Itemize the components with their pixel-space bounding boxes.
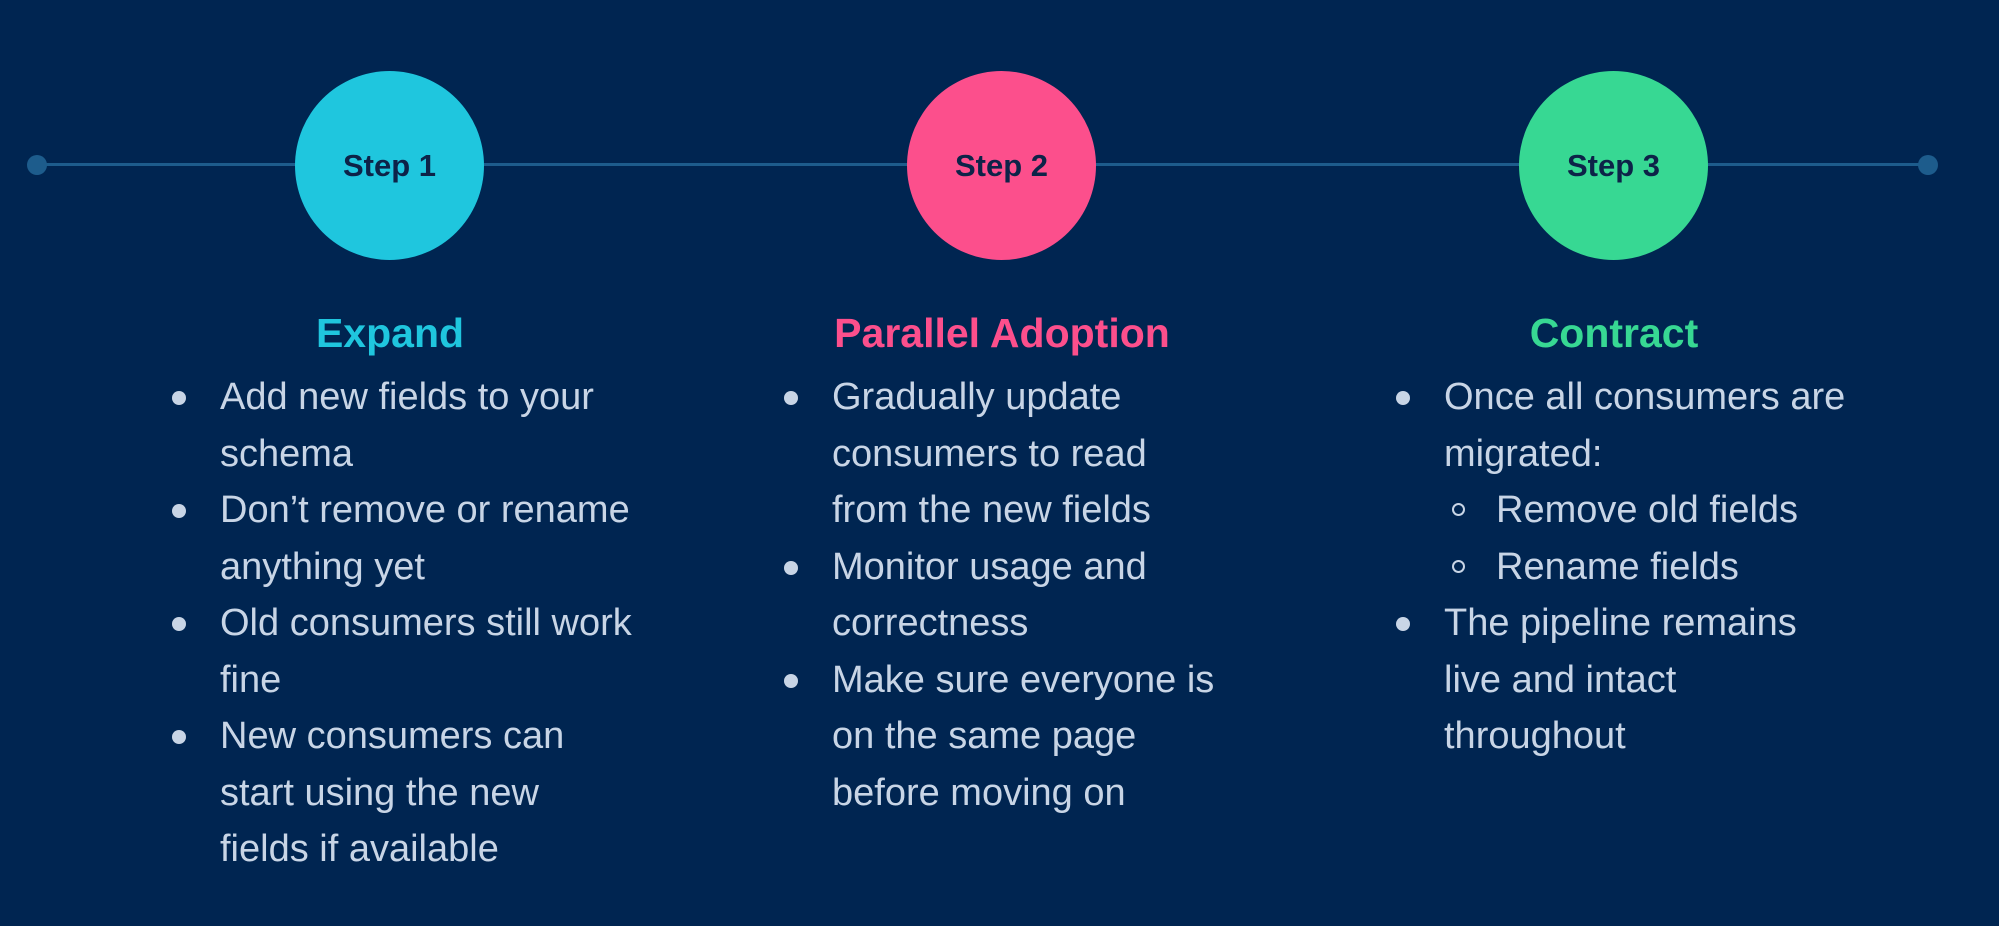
step-3-bullet-list: Once all consumers are migrated: Remove …: [1396, 369, 1856, 765]
list-item: The pipeline remains live and intact thr…: [1396, 595, 1856, 765]
bullet-text: Gradually update consumers to read from …: [832, 376, 1151, 531]
step-1-bullet-list: Add new fields to your schema Don’t remo…: [172, 369, 632, 878]
bullet-text: Once all consumers are migrated:: [1444, 376, 1846, 475]
step-2-bullet-list: Gradually update consumers to read from …: [784, 369, 1224, 821]
list-item: Gradually update consumers to read from …: [784, 369, 1224, 539]
step-2-label: Step 2: [954, 147, 1049, 183]
list-item: Make sure everyone is on the same page b…: [784, 652, 1224, 822]
sub-list-item: Remove old fields: [1444, 482, 1856, 539]
list-item: Once all consumers are migrated: Remove …: [1396, 369, 1856, 595]
sub-bullet-text: Remove old fields: [1496, 489, 1799, 531]
step-2-title: Parallel Adoption: [834, 310, 1170, 356]
bullet-text: Add new fields to your schema: [220, 376, 594, 475]
bullet-text: Make sure everyone is on the same page b…: [832, 658, 1215, 814]
timeline-end-dot: [1918, 155, 1938, 175]
timeline-start-dot: [27, 155, 47, 175]
step-2-circle: Step 2: [907, 71, 1096, 260]
bullet-text: The pipeline remains live and intact thr…: [1444, 602, 1797, 757]
bullet-text: Monitor usage and correctness: [832, 545, 1147, 645]
step-1-circle: Step 1: [295, 71, 484, 260]
list-item: Add new fields to your schema: [172, 369, 632, 482]
sub-bullet-text: Rename fields: [1496, 545, 1739, 588]
list-item: New consumers can start using the new fi…: [172, 708, 632, 878]
step-3-circle: Step 3: [1519, 71, 1708, 260]
step-1-title: Expand: [315, 310, 465, 356]
step-3-label: Step 3: [1566, 147, 1661, 183]
list-item: Don’t remove or rename anything yet: [172, 482, 632, 595]
bullet-text: New consumers can start using the new fi…: [220, 715, 565, 870]
sub-list-item: Rename fields: [1444, 539, 1856, 596]
bullet-text: Old consumers still work fine: [220, 602, 632, 701]
bullet-text: Don’t remove or rename anything yet: [220, 489, 630, 588]
list-item: Monitor usage and correctness: [784, 539, 1224, 652]
bottom-border: [0, 926, 1999, 930]
sub-bullet-list: Remove old fields Rename fields: [1444, 482, 1856, 595]
step-1-label: Step 1: [342, 147, 437, 183]
step-3-title: Contract: [1529, 310, 1699, 356]
list-item: Old consumers still work fine: [172, 595, 632, 708]
